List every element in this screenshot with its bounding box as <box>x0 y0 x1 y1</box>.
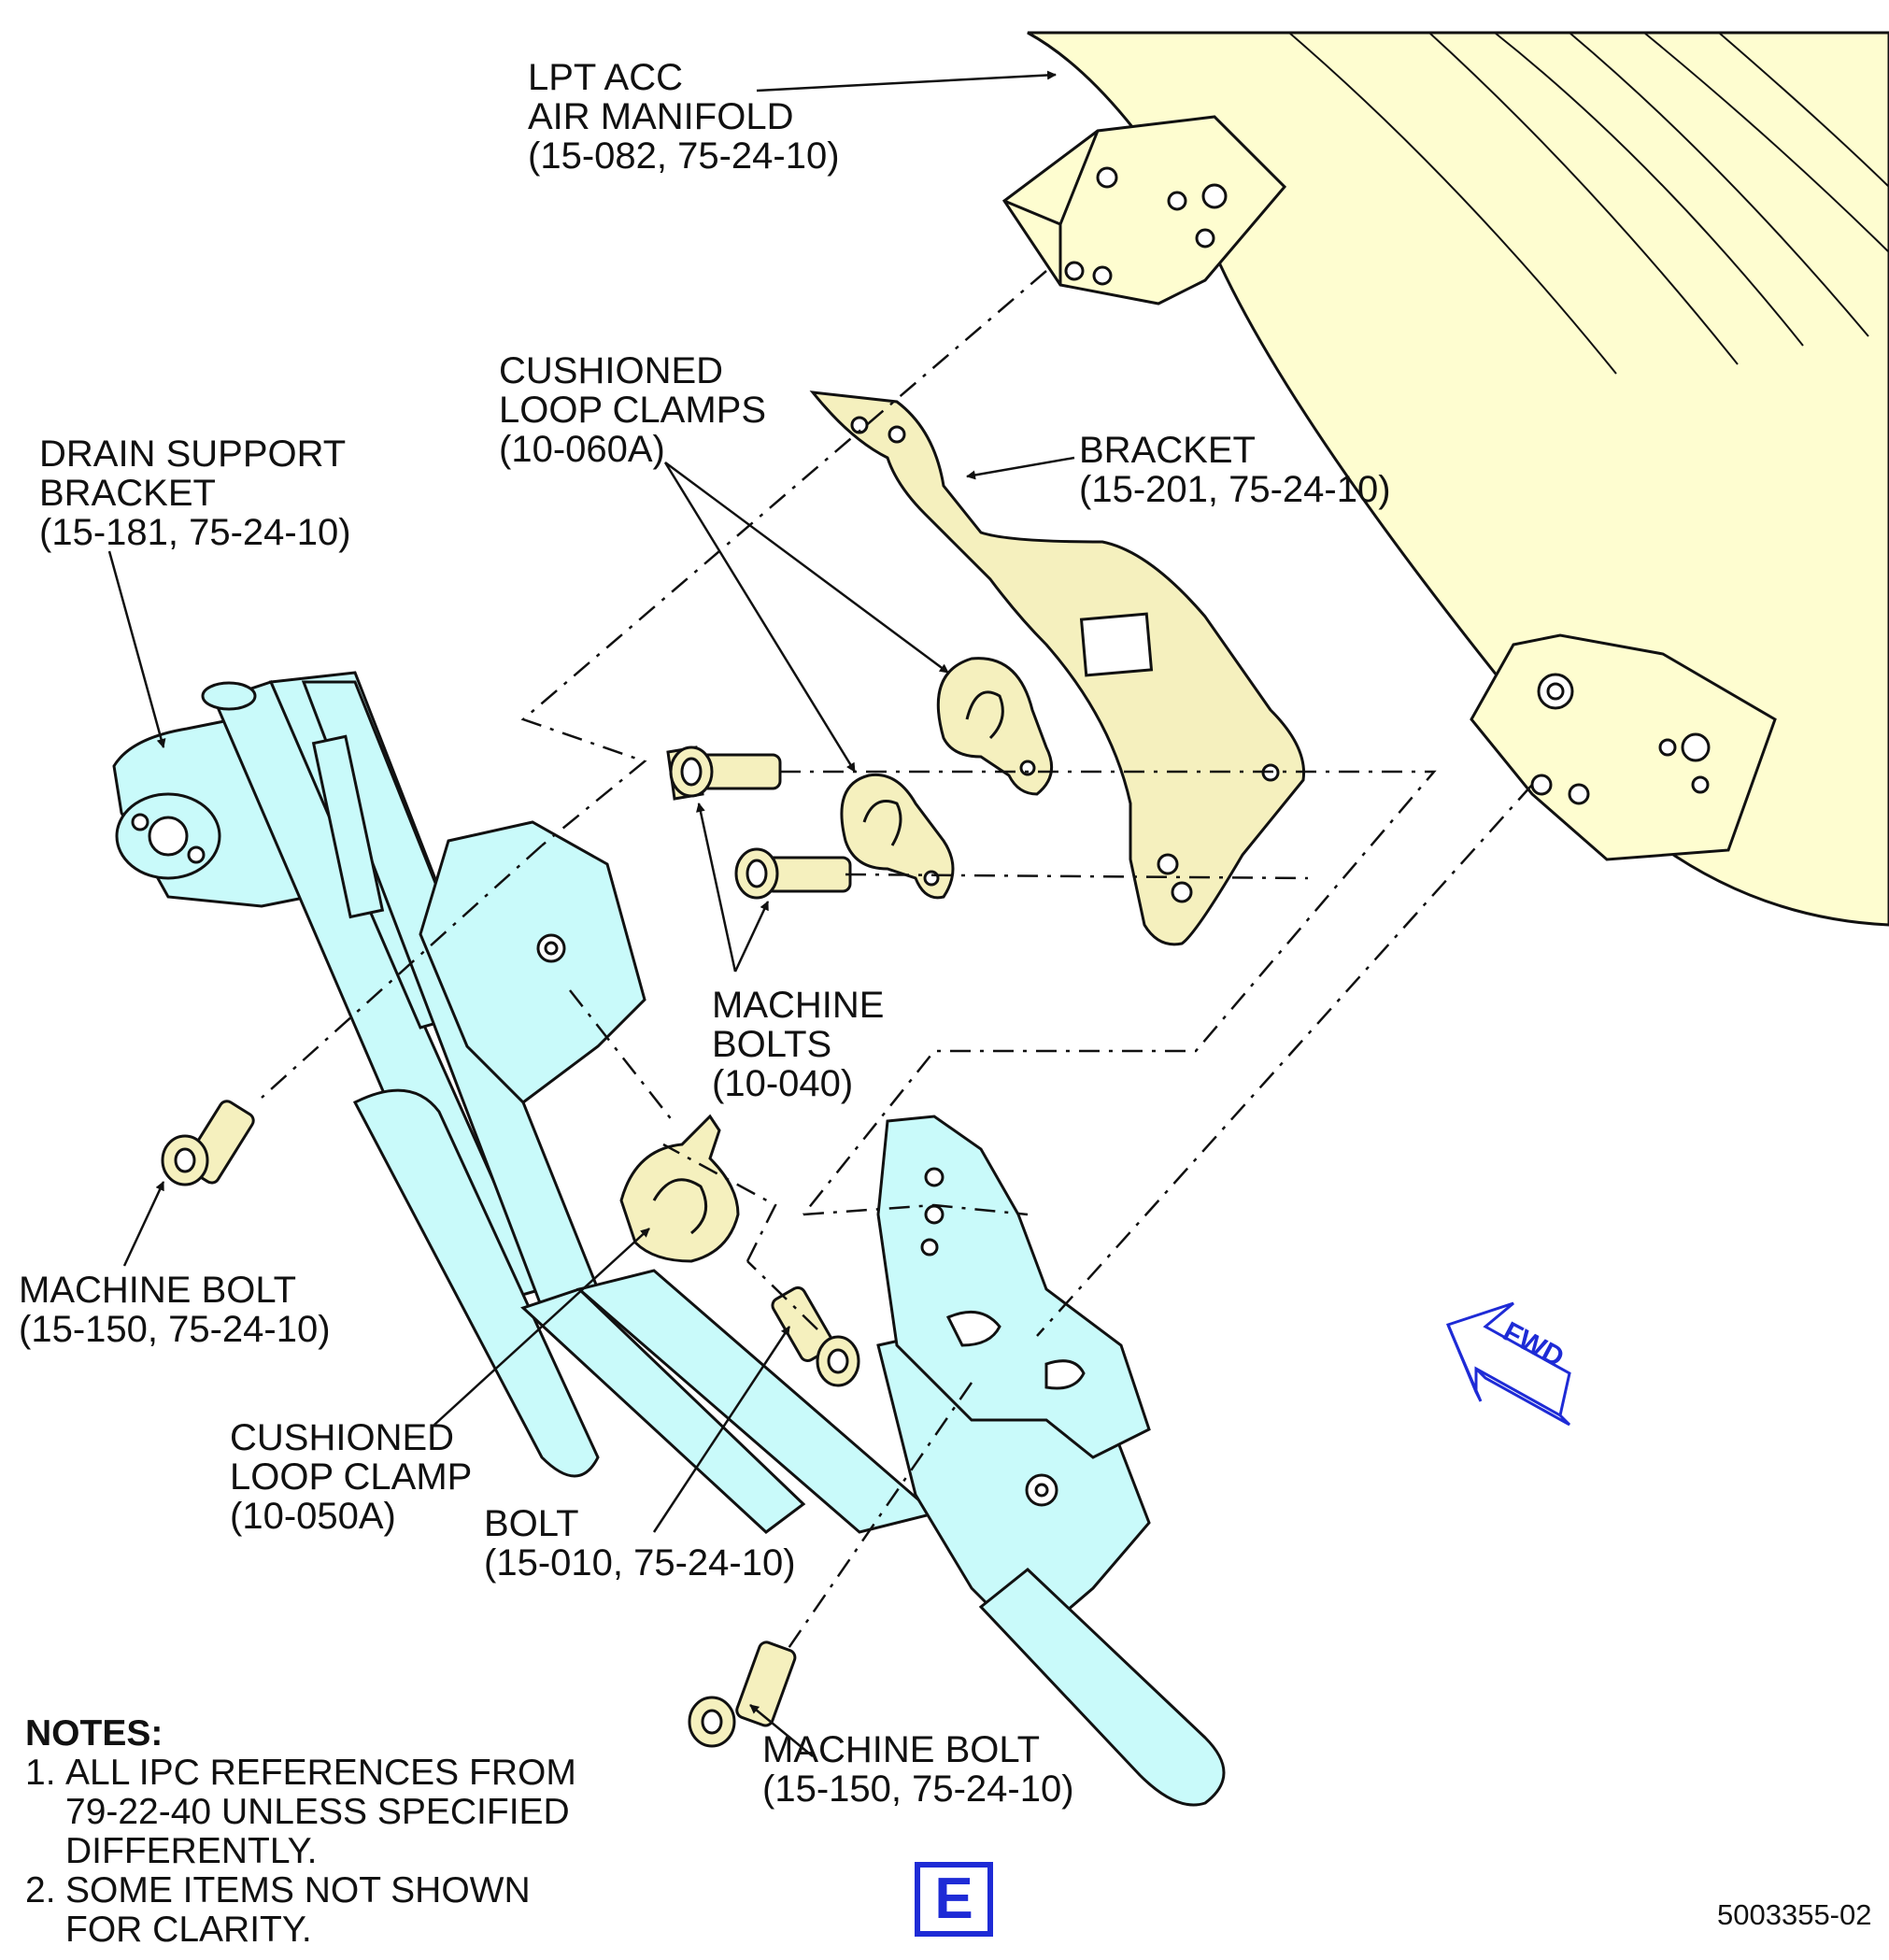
drain-support-bracket-assembly <box>112 671 1226 1807</box>
notes-block: NOTES: 1. ALL IPC REFERENCES FROM 79-22-… <box>25 1714 576 1950</box>
note-item: 2. SOME ITEMS NOT SHOWN FOR CLARITY. <box>25 1870 531 1950</box>
label-machine-bolt-bottom: MACHINE BOLT (15-150, 75-24-10) <box>762 1729 1074 1810</box>
bracket-15-201 <box>809 391 1306 946</box>
label-cushioned-loop-clamps: CUSHIONED LOOP CLAMPS (10-060A) <box>499 350 767 470</box>
cushioned-loop-clamps-10-060a <box>840 657 1054 900</box>
manifold-lower-mount <box>1470 633 1777 861</box>
notes-title: NOTES: <box>25 1713 163 1754</box>
label-machine-bolt-left: MACHINE BOLT (15-150, 75-24-10) <box>19 1270 331 1350</box>
view-letter-box: E <box>915 1862 993 1937</box>
machine-bolt-15-150-bottom <box>688 1640 797 1748</box>
note-item: 1. ALL IPC REFERENCES FROM 79-22-40 UNLE… <box>25 1753 576 1871</box>
label-bolt: BOLT (15-010, 75-24-10) <box>484 1503 796 1584</box>
label-cushioned-loop-clamp: CUSHIONED LOOP CLAMP (10-050A) <box>230 1417 473 1537</box>
label-drain-support-bracket: DRAIN SUPPORT BRACKET (15-181, 75-24-10) <box>39 433 351 553</box>
leader-lines <box>107 70 1075 1757</box>
manifold-upper-mount <box>1001 115 1287 305</box>
machine-bolt-15-150-left <box>161 1100 255 1186</box>
cushioned-loop-clamp-10-050a <box>619 1114 740 1263</box>
label-machine-bolts: MACHINE BOLTS (10-040) <box>712 985 885 1104</box>
machine-bolts-10-040 <box>666 746 852 900</box>
label-lpt-acc-air-manifold: LPT ACC AIR MANIFOLD (15-082, 75-24-10) <box>528 57 840 177</box>
installation-centerlines <box>261 270 1533 1655</box>
fwd-arrow-icon: FWD <box>1445 1301 1571 1427</box>
label-bracket: BRACKET (15-201, 75-24-10) <box>1079 430 1391 510</box>
bolt-15-010 <box>771 1285 860 1387</box>
document-id: 5003355-02 <box>1717 1898 1872 1931</box>
